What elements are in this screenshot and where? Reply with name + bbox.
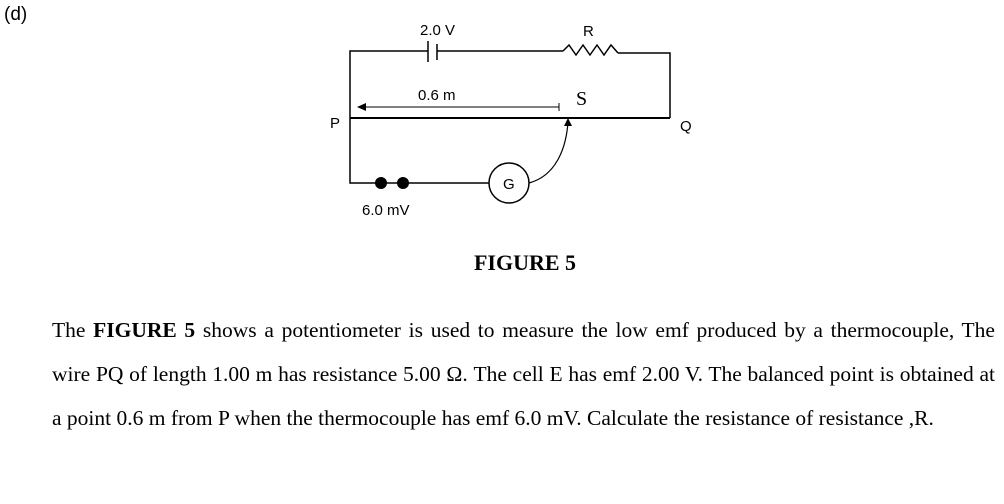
figure-caption: FIGURE 5 bbox=[473, 250, 577, 275]
thermocouple-terminal bbox=[375, 177, 387, 189]
paragraph-bold-ref: FIGURE 5 bbox=[93, 318, 196, 342]
part-label: (d) bbox=[4, 4, 28, 25]
length-label: 0.6 m bbox=[418, 87, 456, 104]
question-paragraph: The FIGURE 5 shows a potentiometer is us… bbox=[52, 308, 995, 440]
jockey-arrow-head bbox=[564, 118, 572, 126]
resistor-r bbox=[562, 43, 619, 57]
galvanometer-label: G bbox=[503, 176, 515, 193]
cell-label: 2.0 V bbox=[420, 22, 455, 39]
resistor-label: R bbox=[583, 23, 594, 40]
paragraph-text: The bbox=[52, 318, 94, 342]
thermocouple-label: 6.0 mV bbox=[362, 202, 410, 219]
potentiometer-circuit-diagram: 2.0 V R 0.6 m P Q G 6.0 mV S bbox=[330, 22, 692, 219]
end-p-label: P bbox=[330, 115, 340, 132]
slider-label: S bbox=[576, 88, 587, 110]
thermocouple-terminal bbox=[397, 177, 409, 189]
jockey-lead bbox=[528, 121, 569, 184]
paragraph-text: shows a potentiometer is used to measure… bbox=[52, 318, 995, 430]
arrow-head-left bbox=[357, 103, 366, 111]
top-wire bbox=[349, 50, 671, 118]
end-q-label: Q bbox=[680, 118, 692, 135]
